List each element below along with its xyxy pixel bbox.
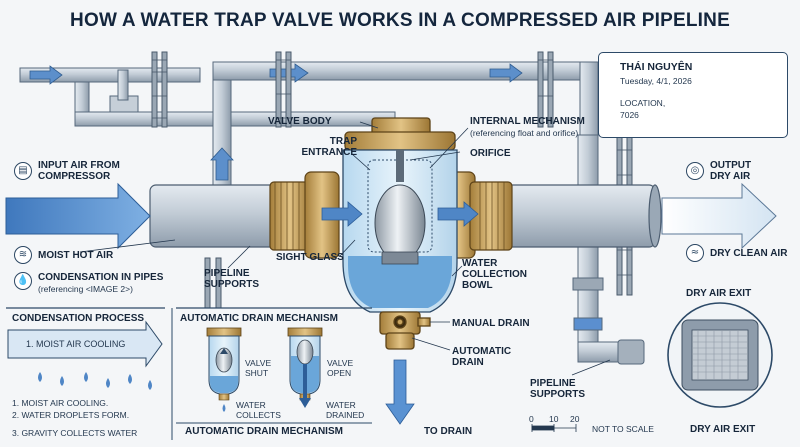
valve-open-label: VALVE OPEN (327, 358, 354, 378)
valve-body-label: VALVE BODY (268, 116, 332, 127)
orifice-label: ORIFICE (470, 148, 511, 159)
moist-air-icon: ≋ (14, 246, 32, 264)
to-drain-label: TO DRAIN (424, 426, 473, 437)
page-title: HOW A WATER TRAP VALVE WORKS IN A COMPRE… (70, 10, 730, 31)
automatic-drain-label: AUTOMATIC DRAIN (452, 346, 512, 368)
condensation-heading: CONDENSATION PROCESS (12, 313, 145, 324)
input-air-label: INPUT AIR FROM COMPRESSOR (38, 160, 120, 182)
condensation-ref: (referencing <IMAGE 2>) (38, 284, 133, 294)
output-icon: ◎ (686, 162, 704, 180)
condensation-step-2: 2. WATER DROPLETS FORM. (12, 410, 130, 420)
pipeline-supports-right-label: PIPELINE SUPPORTS (530, 378, 586, 400)
trap-entrance-label: TRAP ENTRANCE (301, 136, 357, 158)
output-air-arrow (661, 182, 777, 250)
manual-drain-label: MANUAL DRAIN (452, 318, 530, 329)
leader-lines (79, 121, 611, 376)
compressor-icon: ▤ (14, 162, 32, 180)
not-to-scale-label: NOT TO SCALE (592, 424, 654, 434)
dry-air-exit-pipe (572, 134, 645, 365)
valve-shut-label: VALVE SHUT (245, 358, 272, 378)
valve-open-diagram (287, 327, 323, 408)
location-card (598, 52, 788, 138)
valve-flow-arrows (321, 201, 479, 227)
auto-drain-footer: AUTOMATIC DRAIN MECHANISM (185, 426, 343, 437)
dry-air-exit-bottom-label: DRY AIR EXIT (690, 424, 756, 435)
dry-air-exit-detail (667, 302, 773, 408)
scale-20: 20 (570, 414, 580, 424)
condensation-pipes-label: CONDENSATION IN PIPES (38, 272, 164, 283)
scale-0: 0 (529, 414, 534, 424)
location-code: 7026 (620, 110, 639, 120)
dry-air-exit-top-label: DRY AIR EXIT (686, 288, 752, 299)
auto-drain-heading: AUTOMATIC DRAIN MECHANISM (180, 313, 338, 324)
internal-mechanism (367, 150, 433, 265)
internal-mechanism-ref: (referencing float and orifice) (470, 128, 579, 138)
condensation-arrow-text: 1. MOIST AIR COOLING (26, 339, 126, 349)
scale-bar (531, 424, 577, 432)
dry-clean-air-label: DRY CLEAN AIR (710, 248, 788, 259)
water-drained-label: WATER DRAINED (326, 400, 365, 420)
auto-drain-panel-graphics (176, 307, 372, 424)
location-label: LOCATION, (620, 98, 666, 108)
condensation-step-1: 1. MOIST AIR COOLING. (12, 398, 109, 408)
coupling-threads (274, 182, 505, 250)
valve-shut-diagram (206, 327, 242, 412)
moist-hot-air-label: MOIST HOT AIR (38, 250, 114, 261)
internal-mechanism-label: INTERNAL MECHANISM (470, 116, 585, 127)
condensation-panel-graphics (6, 307, 173, 440)
water-collection-bowl-label: WATER COLLECTION BOWL (462, 258, 527, 291)
input-air-arrow (5, 182, 151, 250)
brass-couplings (269, 171, 513, 259)
wind-icon: ≈ (686, 244, 704, 262)
scale-10: 10 (549, 414, 559, 424)
droplet-icon: 💧 (14, 272, 32, 290)
location-place: THÁI NGUYÊN (620, 61, 693, 73)
sight-glass-label: SIGHT GLASS (276, 252, 344, 263)
drain-arrow (385, 359, 415, 425)
condensation-step-3: 3. GRAVITY COLLECTS WATER (12, 428, 138, 438)
water-collects-label: WATER COLLECTS (236, 400, 281, 420)
pipeline-supports-left-label: PIPELINE SUPPORTS (204, 268, 260, 290)
location-date: Tuesday, 4/1, 2026 (620, 76, 692, 86)
output-dry-air-label: OUTPUT DRY AIR (710, 160, 752, 182)
